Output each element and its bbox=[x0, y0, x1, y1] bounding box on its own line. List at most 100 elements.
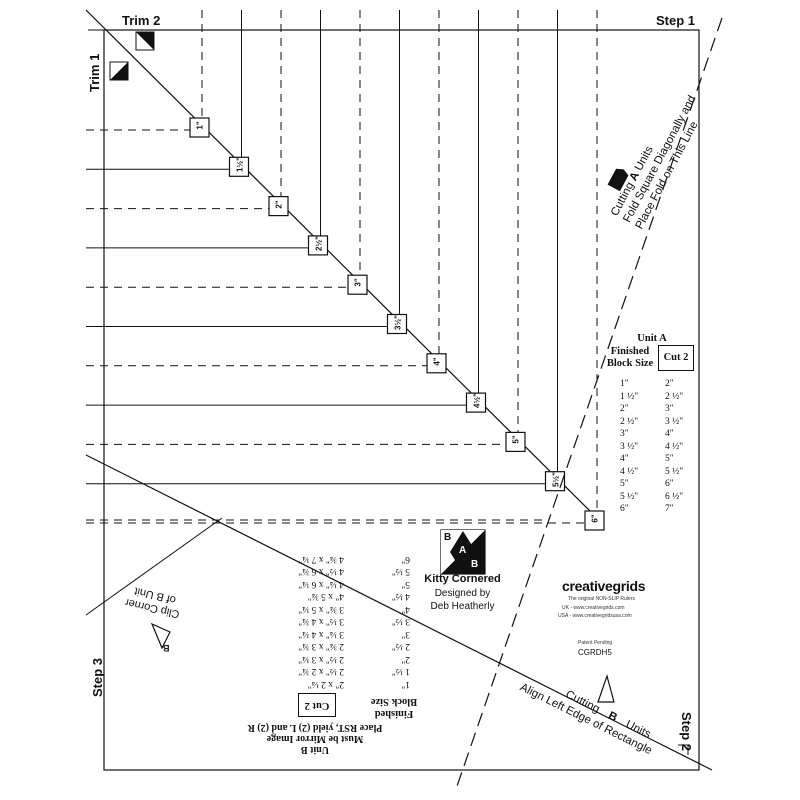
table-cell: 6" bbox=[620, 504, 629, 514]
table-cell: 4 ½" bbox=[665, 441, 684, 452]
clip-letter: B bbox=[163, 643, 170, 653]
table-cell: 2 ½" bbox=[665, 391, 684, 402]
table-cell: 3" bbox=[401, 629, 410, 639]
brand-usa: USA - www.creativegridsusa.com bbox=[558, 613, 632, 619]
brand-name-2: grids bbox=[612, 578, 646, 594]
unit-b-badge-icon bbox=[597, 673, 615, 703]
unit-b-align-line bbox=[85, 454, 713, 771]
brand-tagline: The original NON-SLIP Rulers bbox=[568, 596, 635, 602]
size-marker-box bbox=[505, 431, 526, 452]
table-cell: 3 ½" bbox=[620, 441, 639, 452]
table-cell: 2 ½" bbox=[391, 641, 410, 652]
table-cell: 6" bbox=[665, 479, 674, 489]
clip-badge-icon bbox=[150, 622, 171, 650]
step1-label: Step 1 bbox=[656, 13, 696, 28]
table-cell: 6 ½" bbox=[665, 491, 684, 502]
ruler-outline bbox=[103, 29, 700, 771]
unit-b-finished-header-2: Block Size bbox=[370, 696, 418, 707]
unit-b-finished-header: Finished Block Size bbox=[362, 695, 426, 719]
step3-label: Step 3 bbox=[90, 657, 105, 697]
table-cell: 1 ½" bbox=[620, 391, 639, 402]
table-cell: 4" bbox=[665, 429, 674, 439]
corner-arrow-icon bbox=[103, 29, 118, 44]
table-cell: 5 ½" bbox=[391, 566, 410, 577]
unit-a-finished-header-2: Block Size bbox=[606, 358, 654, 369]
table-cell: 4 ½" bbox=[391, 591, 410, 602]
table-cell: 2" bbox=[401, 654, 410, 664]
unit-a-cut-header: Cut 2 bbox=[658, 345, 694, 371]
size-marker-box bbox=[189, 117, 210, 138]
table-cell: 7" bbox=[665, 504, 674, 514]
unit-b-cut-column: 2" x 2 ¼"2 ½" x 2 ¾"2 ½" x 3 ¼"2 ¾" x 3 … bbox=[298, 553, 344, 691]
unit-b-subtitle-1: Must be Mirror Image bbox=[266, 733, 364, 744]
size-marker-box bbox=[268, 196, 289, 217]
trim2-label: Trim 2 bbox=[122, 13, 161, 28]
block-logo-icon bbox=[440, 529, 486, 575]
unit-b-cut-header: Cut 2 bbox=[298, 693, 336, 717]
table-cell: 4" bbox=[620, 454, 629, 464]
trim1-icon bbox=[109, 61, 129, 81]
table-cell: 2" x 2 ¼" bbox=[307, 679, 344, 689]
unit-a-title: Unit A bbox=[637, 333, 667, 344]
unit-a-badge-icon bbox=[607, 168, 629, 192]
table-cell: 4" x 5 ¾" bbox=[307, 591, 344, 602]
table-cell: 3" bbox=[665, 404, 674, 414]
size-marker-label: 1½" bbox=[235, 157, 244, 173]
size-marker-box bbox=[584, 510, 605, 531]
table-cell: 5" bbox=[620, 479, 629, 489]
brand-logo: creativegrids bbox=[562, 578, 646, 594]
table-cell: 3 ¼" x 4 ¼" bbox=[298, 629, 344, 639]
brand-uk: UK - www.creativegrids.com bbox=[562, 605, 625, 611]
table-cell: 1" bbox=[401, 679, 410, 689]
size-marker-label: 4" bbox=[432, 357, 442, 366]
unit-a-finished-header-1: Finished bbox=[610, 346, 650, 357]
size-marker-label: 4½" bbox=[472, 393, 481, 409]
table-cell: 1 ½" bbox=[391, 666, 410, 677]
dashed-horizontal-lines bbox=[86, 129, 585, 524]
solid-vertical-lines bbox=[241, 10, 558, 472]
brand-patent: Patent Pending bbox=[578, 640, 613, 646]
table-cell: 3 ½" bbox=[665, 416, 684, 427]
unit-b-subtitle-2: Place RST, yield (2) L and (2) R bbox=[247, 722, 383, 733]
unit-b-title: Unit B bbox=[300, 744, 330, 755]
brand-code: CGRDH5 bbox=[578, 648, 612, 657]
size-marker-box bbox=[544, 471, 566, 492]
table-cell: 3 ½" bbox=[391, 616, 410, 627]
main-diagonal bbox=[85, 9, 595, 516]
table-cell: 3 ½" x 4 ¾" bbox=[298, 616, 344, 627]
size-marker-box bbox=[228, 156, 250, 177]
solid-horizontal-lines bbox=[86, 168, 546, 485]
size-marker-box bbox=[386, 313, 408, 335]
table-cell: 2 ½" x 2 ¾" bbox=[298, 666, 344, 677]
unit-b-finished-column: 1"1 ½"2"2 ½"3"3 ½"4"4 ½"5"5 ½"6" bbox=[392, 553, 410, 691]
trim2-icon bbox=[135, 31, 155, 51]
size-marker-label: 3" bbox=[353, 278, 363, 287]
designed-by: Designed by bbox=[434, 588, 491, 599]
table-cell: 2" bbox=[665, 379, 674, 389]
table-cell: 4" bbox=[401, 604, 410, 614]
brand-name-1: creative bbox=[562, 578, 613, 594]
table-cell: 5" bbox=[665, 454, 674, 464]
block-name: Kitty Cornered bbox=[424, 573, 501, 585]
size-marker-box bbox=[465, 392, 487, 413]
table-cell: 4 ¾" x 7 ¼" bbox=[298, 554, 344, 564]
designer-name: Deb Heatherly bbox=[430, 601, 495, 612]
table-cell: 3" bbox=[620, 429, 629, 439]
table-cell: 5 ½" bbox=[620, 491, 639, 502]
table-cell: 4 ½" bbox=[620, 466, 639, 477]
size-marker-label: 2" bbox=[274, 199, 284, 209]
size-marker-label: 5" bbox=[511, 435, 521, 445]
trim1-label: Trim 1 bbox=[87, 53, 102, 92]
size-marker-label: 6" bbox=[590, 514, 600, 523]
table-cell: 2" bbox=[620, 404, 629, 414]
step2-label: Step 2 bbox=[679, 712, 694, 752]
size-marker-box bbox=[347, 274, 368, 295]
table-cell: 3 ¾" x 5 ¼" bbox=[298, 604, 344, 614]
size-marker-label: 3½" bbox=[393, 314, 402, 330]
unit-b-finished-header-1: Finished bbox=[374, 708, 414, 719]
size-marker-label: 2½" bbox=[314, 235, 323, 251]
table-cell: 1" bbox=[620, 379, 629, 389]
table-cell: 2 ½" x 3 ¼" bbox=[298, 654, 344, 664]
table-cell: 4 ¼" x 6 ¼" bbox=[298, 579, 344, 589]
